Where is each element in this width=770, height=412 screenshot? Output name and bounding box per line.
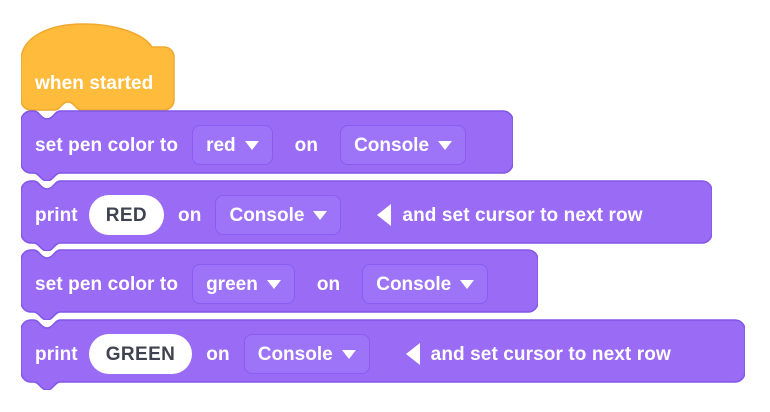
target-dropdown[interactable]: Console xyxy=(243,334,370,374)
block-label-on: on xyxy=(178,204,202,226)
block-print-green[interactable]: print GREEN on Console and set cursor to… xyxy=(21,319,745,390)
pen-color-dropdown-value: green xyxy=(206,273,258,295)
pen-color-dropdown[interactable]: red xyxy=(192,125,273,165)
target-dropdown-value: Console xyxy=(229,204,305,226)
chevron-down-icon xyxy=(341,349,356,359)
pen-color-dropdown-value: red xyxy=(206,134,236,156)
print-text-field[interactable]: GREEN xyxy=(88,334,193,374)
chevron-down-icon xyxy=(244,140,259,150)
target-dropdown[interactable]: Console xyxy=(340,125,467,165)
target-dropdown-value: Console xyxy=(257,343,333,365)
block-print-red[interactable]: print RED on Console and set cursor to n… xyxy=(21,180,712,251)
block-label-suffix: and set cursor to next row xyxy=(402,204,643,226)
block-content-row: print RED on Console and set cursor to n… xyxy=(21,186,643,244)
block-content-row: set pen color to red on Console xyxy=(21,116,467,174)
target-dropdown[interactable]: Console xyxy=(362,264,489,304)
block-shape xyxy=(21,180,712,251)
block-label-prefix: set pen color to xyxy=(35,273,179,295)
block-content-row: print GREEN on Console and set cursor to… xyxy=(21,325,671,383)
block-label-on: on xyxy=(206,343,230,365)
chevron-down-icon xyxy=(438,140,453,150)
triangle-left-icon[interactable] xyxy=(405,343,420,365)
block-label-prefix: set pen color to xyxy=(35,134,179,156)
triangle-left-icon[interactable] xyxy=(377,204,392,226)
block-label-on: on xyxy=(294,134,319,156)
target-dropdown[interactable]: Console xyxy=(215,195,342,235)
block-set-pen-color-green[interactable]: set pen color to green on Console xyxy=(21,249,538,320)
hat-block-shape xyxy=(21,23,175,111)
block-label-prefix: print xyxy=(35,204,78,226)
block-content-row: set pen color to green on Console xyxy=(21,255,489,313)
chevron-down-icon xyxy=(460,279,475,289)
block-shape xyxy=(21,319,745,390)
target-dropdown-value: Console xyxy=(376,273,452,295)
print-text-value: GREEN xyxy=(105,343,176,365)
chevron-down-icon xyxy=(313,210,328,220)
block-label-suffix: and set cursor to next row xyxy=(430,343,671,365)
block-label-prefix: print xyxy=(35,343,78,365)
target-dropdown-value: Console xyxy=(354,134,430,156)
print-text-value: RED xyxy=(105,204,148,226)
block-label-on: on xyxy=(316,273,341,295)
hat-block-label: when started xyxy=(35,73,154,94)
chevron-down-icon xyxy=(266,279,281,289)
block-set-pen-color-red[interactable]: set pen color to red on Console xyxy=(21,110,513,181)
pen-color-dropdown[interactable]: green xyxy=(192,264,295,304)
hat-block-when-started[interactable]: when started xyxy=(21,22,180,111)
print-text-field[interactable]: RED xyxy=(88,195,165,235)
